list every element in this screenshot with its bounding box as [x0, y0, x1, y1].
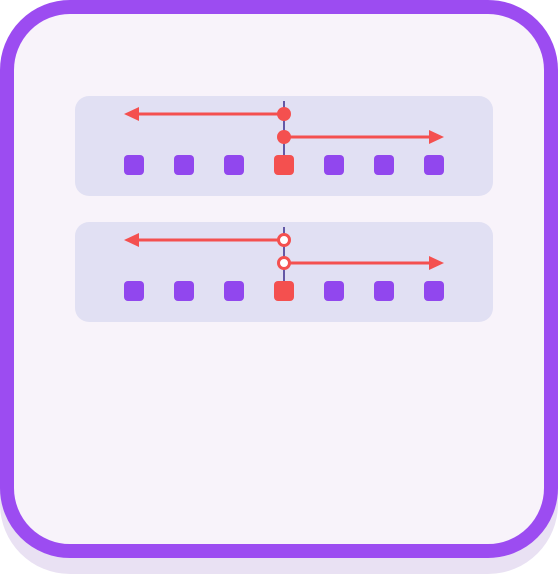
number-line-square [224, 155, 244, 175]
closed-endpoint-left [277, 107, 291, 121]
left-arrow-icon [124, 233, 139, 247]
left-arrow-icon [124, 107, 139, 121]
number-line-square [174, 281, 194, 301]
right-arrow-icon [429, 256, 444, 270]
number-line-square [124, 155, 144, 175]
number-line-square [424, 281, 444, 301]
open-endpoint-right [277, 256, 291, 270]
number-line-square [174, 155, 194, 175]
closed-endpoint-right [277, 130, 291, 144]
number-line-square [374, 281, 394, 301]
number-line-square [224, 281, 244, 301]
highlighted-square [274, 155, 294, 175]
right-arrow-icon [429, 130, 444, 144]
number-line-square [424, 155, 444, 175]
number-line-square [374, 155, 394, 175]
number-line-square [124, 281, 144, 301]
number-line-square [324, 281, 344, 301]
open-endpoint-left [277, 233, 291, 247]
highlighted-square [274, 281, 294, 301]
number-line-square [324, 155, 344, 175]
